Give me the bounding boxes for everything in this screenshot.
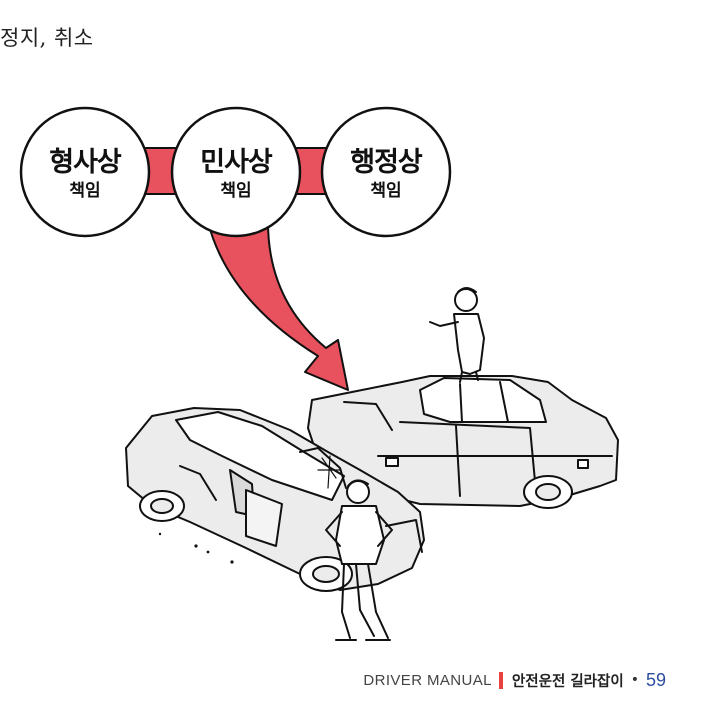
- page-number: 59: [645, 669, 666, 690]
- debris: [158, 532, 234, 564]
- section-heading: 정지, 취소: [0, 26, 94, 50]
- circle-administrative: [320, 106, 452, 238]
- circle-civil: [170, 106, 302, 238]
- footer-separator: •: [630, 672, 639, 688]
- circle-sub-text: 책임: [220, 181, 252, 201]
- footer-brand: DRIVER MANUAL: [363, 671, 492, 689]
- circle-label-criminal: 형사상 책임: [25, 148, 145, 202]
- circle-sub-text: 책임: [370, 181, 402, 201]
- circle-main-text: 행정상: [350, 147, 423, 178]
- footer-accent-bar: [498, 671, 503, 689]
- circle-main-text: 형사상: [49, 147, 122, 178]
- circle-label-administrative: 행정상 책임: [326, 148, 446, 202]
- circle-main-text: 민사상: [200, 147, 273, 178]
- person-pointing: [429, 287, 485, 383]
- car-right: [307, 375, 619, 509]
- circle-label-civil: 민사상 책임: [176, 148, 296, 202]
- page-footer: DRIVER MANUAL 안전운전 길라잡이 • 59: [363, 668, 666, 692]
- impact-arrow: [207, 221, 349, 391]
- footer-subtitle: 안전운전 길라잡이: [511, 673, 624, 690]
- circle-criminal: [19, 106, 151, 238]
- person-hands-on-hips: [325, 479, 393, 641]
- circle-sub-text: 책임: [69, 181, 101, 201]
